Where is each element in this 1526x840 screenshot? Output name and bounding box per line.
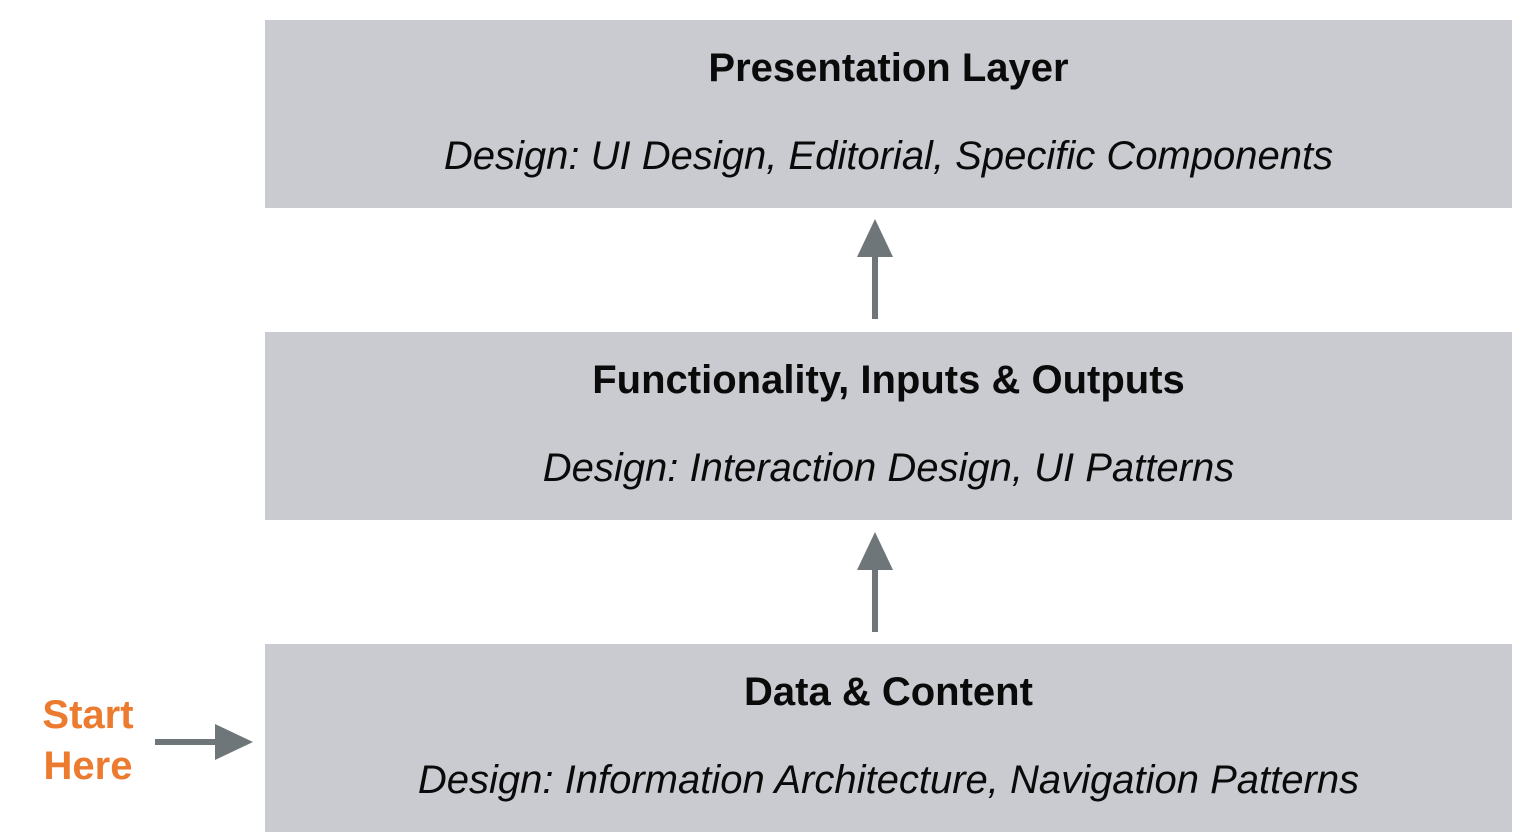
arrow-right-icon [155, 724, 253, 760]
arrow-up-icon [857, 532, 893, 632]
functionality-layer-subtitle: Design: Interaction Design, UI Patterns [542, 446, 1235, 490]
arrow-up-icon [857, 219, 893, 319]
presentation-layer-box: Presentation Layer Design: UI Design, Ed… [265, 20, 1512, 208]
data-content-layer-box: Data & Content Design: Information Archi… [265, 644, 1512, 832]
functionality-layer-box: Functionality, Inputs & Outputs Design: … [265, 332, 1512, 520]
start-here-label: Start Here [28, 690, 148, 792]
data-content-layer-subtitle: Design: Information Architecture, Naviga… [417, 758, 1360, 802]
presentation-layer-title: Presentation Layer [708, 46, 1069, 90]
start-label-line-2: Here [43, 744, 133, 788]
data-content-layer-title: Data & Content [744, 670, 1033, 714]
start-label-line-1: Start [42, 693, 134, 737]
functionality-layer-title: Functionality, Inputs & Outputs [592, 358, 1185, 402]
presentation-layer-subtitle: Design: UI Design, Editorial, Specific C… [443, 134, 1334, 178]
